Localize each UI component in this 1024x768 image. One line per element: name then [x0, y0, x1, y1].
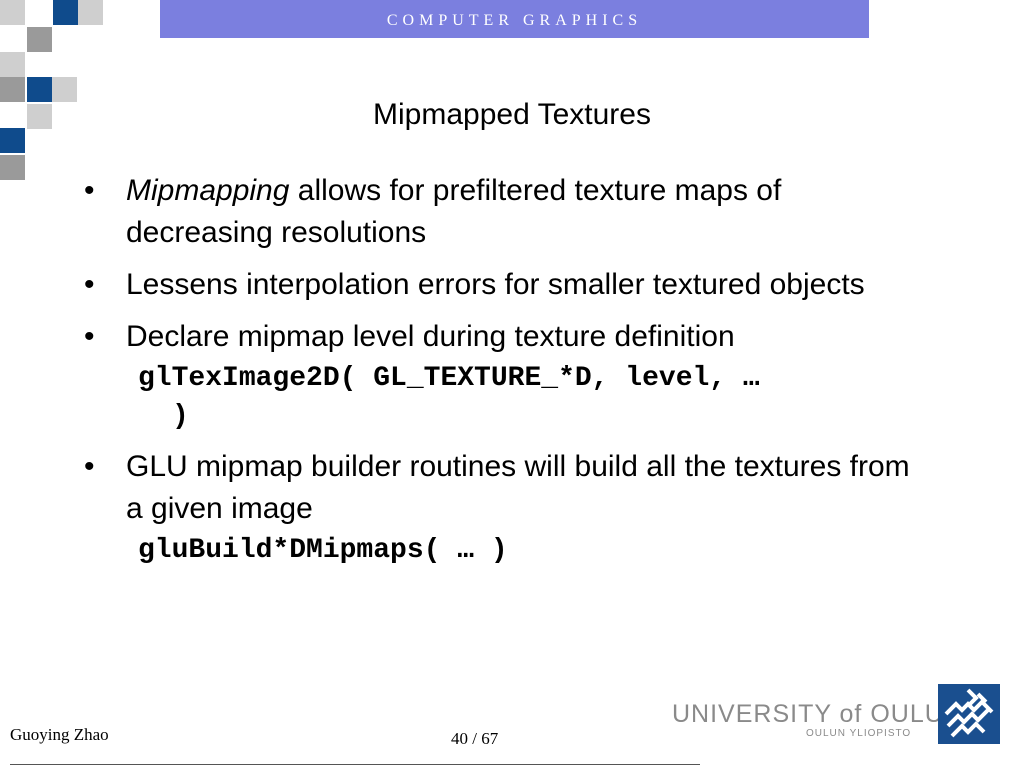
university-name: UNIVERSITY of OULU	[672, 700, 944, 728]
bullet-text: Declare mipmap level during texture defi…	[126, 320, 735, 353]
bullet-dot-icon: •	[84, 174, 95, 207]
page-total: 67	[481, 729, 499, 748]
page-number: 40 / 67	[451, 729, 498, 749]
university-subtitle: OULUN YLIOPISTO	[806, 728, 912, 739]
bullet-item: • Declare mipmap level during texture de…	[84, 316, 924, 358]
footer-divider	[10, 764, 700, 765]
code-line: glTexImage2D( GL_TEXTURE_*D, level, … )	[84, 360, 918, 436]
bullet-text: allows for prefiltered texture maps of d…	[126, 174, 782, 249]
bullet-dot-icon: •	[84, 320, 95, 353]
bullet-emphasis: Mipmapping	[126, 174, 290, 207]
bullet-item: • Lessens interpolation errors for small…	[84, 264, 924, 306]
bullet-item: • Mipmapping allows for prefiltered text…	[84, 170, 924, 254]
bullet-item: • GLU mipmap builder routines will build…	[84, 446, 924, 530]
footer-author: Guoying Zhao	[10, 725, 109, 744]
bullet-text: Lessens interpolation errors for smaller…	[126, 268, 865, 301]
page-separator: /	[468, 729, 482, 748]
code-continuation: )	[172, 401, 189, 432]
corner-decoration	[0, 0, 110, 185]
page-current: 40	[451, 729, 468, 748]
slide-content: • Mipmapping allows for prefiltered text…	[84, 170, 924, 580]
bullet-dot-icon: •	[84, 268, 95, 301]
university-logo-icon	[938, 684, 1000, 744]
code-text: glTexImage2D( GL_TEXTURE_*D, level, …	[138, 363, 760, 394]
header-bar: COMPUTER GRAPHICS	[160, 0, 869, 38]
bullet-dot-icon: •	[84, 450, 95, 483]
bullet-text: GLU mipmap builder routines will build a…	[126, 450, 910, 525]
code-line: gluBuild*DMipmaps( … )	[138, 535, 508, 566]
slide-title: Mipmapped Textures	[373, 98, 651, 131]
